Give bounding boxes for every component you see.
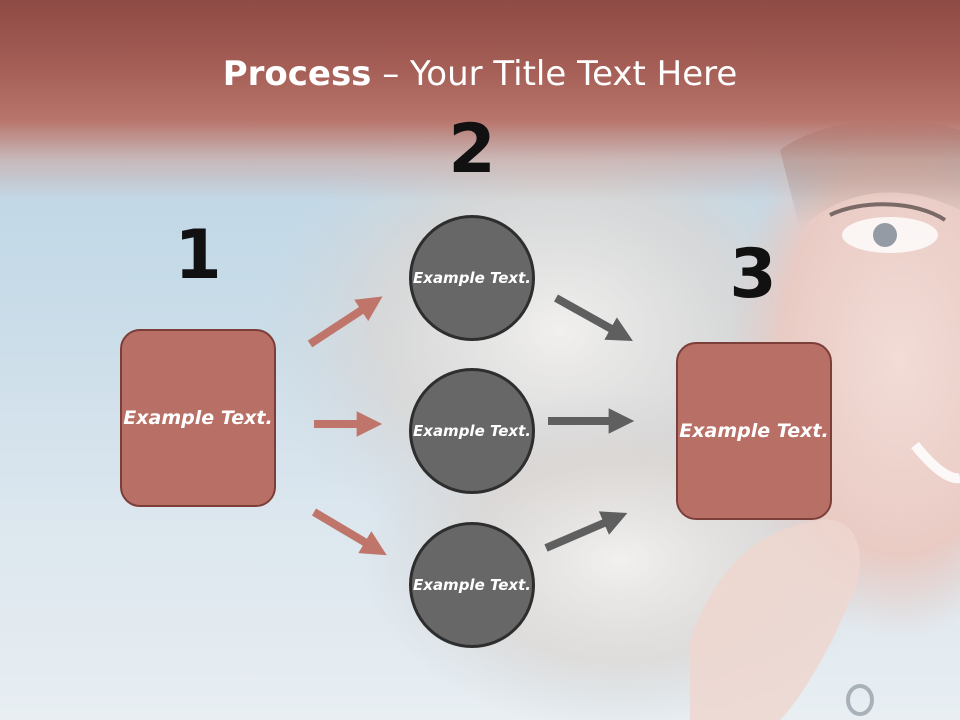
arrow-bottom-to-3 [544, 511, 628, 552]
arrow-1-to-bottom [311, 508, 387, 556]
arrow-top-to-3 [554, 294, 633, 341]
step-1-box: Example Text. [120, 329, 276, 507]
step-3-box: Example Text. [676, 342, 832, 520]
step-number-2: 2 [448, 110, 496, 189]
title-band [0, 0, 960, 200]
node-middle-text: Example Text. [413, 421, 531, 440]
title-bold: Process [222, 54, 372, 94]
step-2-node-middle: Example Text. [409, 368, 535, 494]
node-bottom-text: Example Text. [413, 575, 531, 594]
arrow-1-to-top [307, 296, 383, 348]
step-2-node-top: Example Text. [409, 215, 535, 341]
title-rest: – Your Title Text Here [371, 54, 738, 94]
step-3-text: Example Text. [679, 419, 829, 442]
node-top-text: Example Text. [413, 268, 531, 287]
step-2-node-bottom: Example Text. [409, 522, 535, 648]
step-1-text: Example Text. [123, 406, 273, 429]
step-number-1: 1 [174, 216, 222, 295]
step-number-3: 3 [729, 235, 777, 314]
slide-title: Process – Your Title Text Here [0, 52, 960, 96]
